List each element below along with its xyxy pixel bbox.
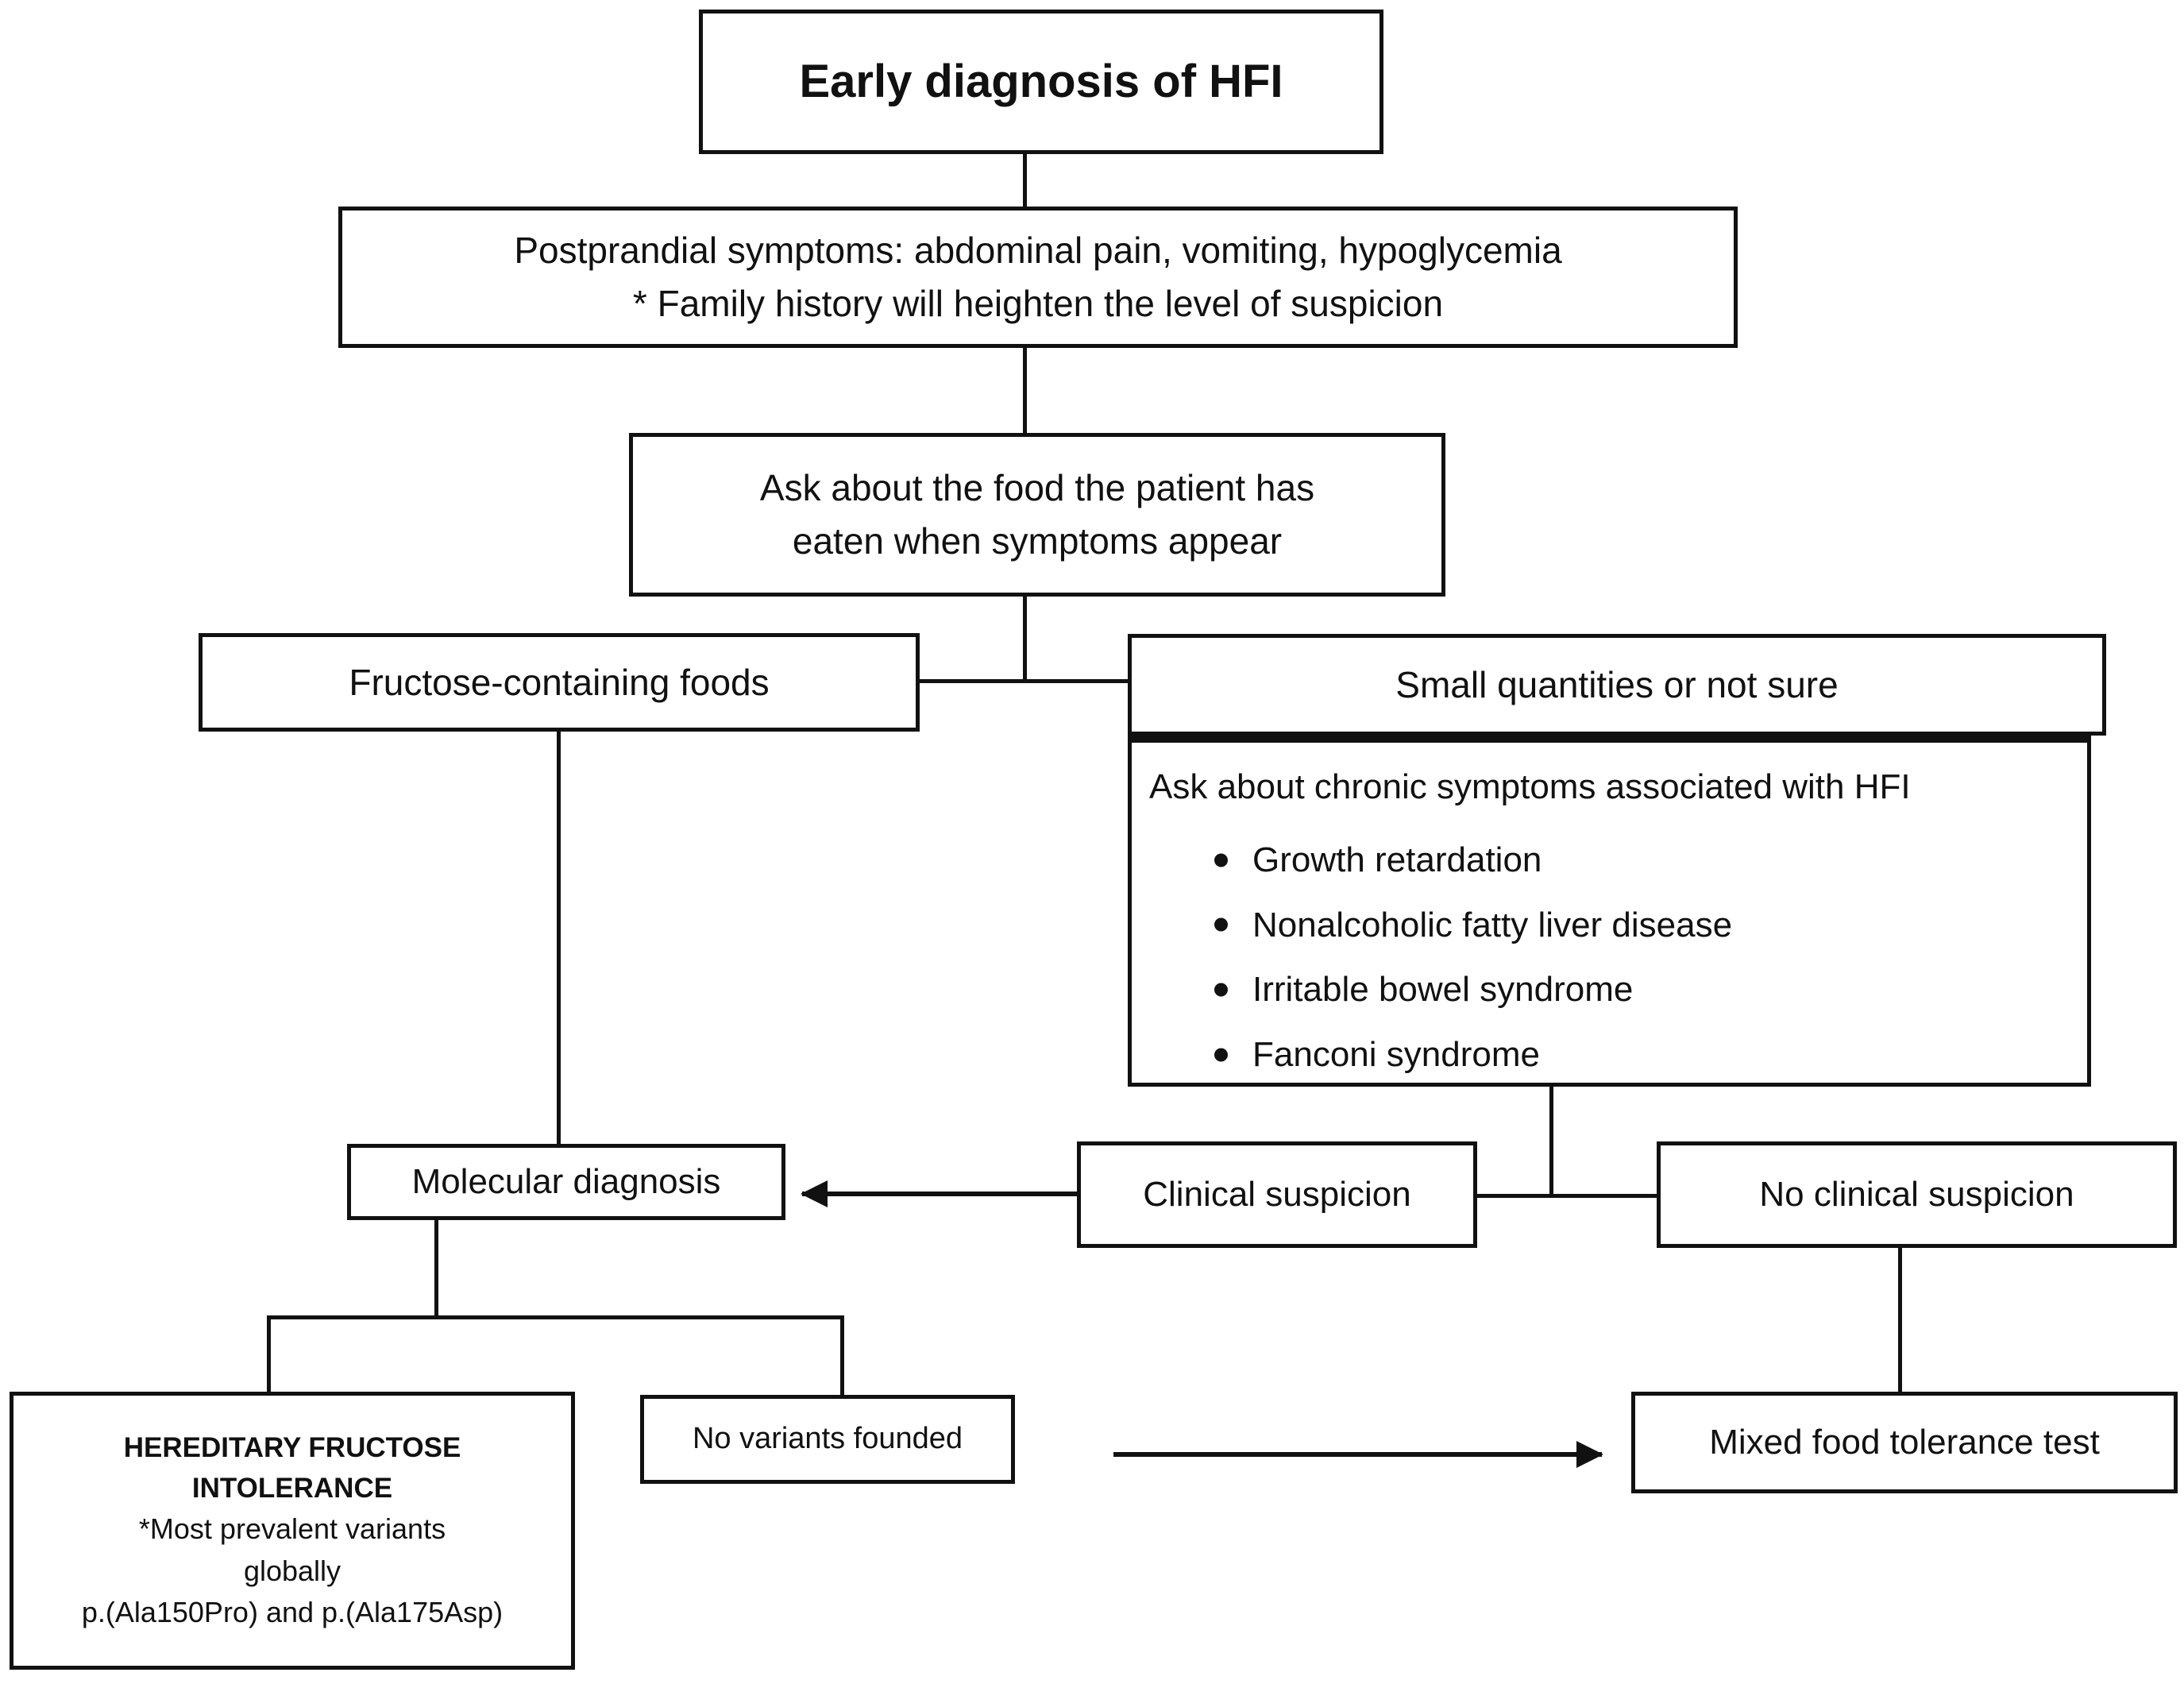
connector-split-horizontal: [917, 679, 1130, 683]
symptoms-line-2: * Family history will heighten the level…: [632, 283, 1444, 324]
connector-ask-food-down: [1023, 597, 1027, 682]
bullet-icon: [1214, 853, 1228, 867]
list-item: Irritable bowel syndrome: [1214, 964, 1732, 1015]
connector-noclinical-to-mixed: [1898, 1247, 1902, 1393]
clinical-suspicion-text: Clinical suspicion: [1143, 1175, 1411, 1215]
connector-molecular-split-horizontal: [267, 1315, 844, 1319]
hfi-line-5: p.(Ala150Pro) and p.(Ala175Asp): [81, 1595, 504, 1628]
hfi-line-3: *Most prevalent variants: [138, 1512, 446, 1546]
node-chronic-symptoms: Ask about chronic symptoms associated wi…: [1128, 736, 2091, 1087]
chronic-symptom-label: Fanconi syndrome: [1252, 1035, 1540, 1075]
list-item: Growth retardation: [1214, 835, 1732, 886]
node-mixed-food-tolerance-test: Mixed food tolerance test: [1631, 1392, 2178, 1493]
hfi-line-1: HEREDITARY FRUCTOSE: [123, 1431, 461, 1463]
bullet-icon: [1214, 917, 1228, 932]
node-hereditary-fructose-intolerance: HEREDITARY FRUCTOSE INTOLERANCE *Most pr…: [10, 1392, 575, 1670]
no-clinical-suspicion-text: No clinical suspicion: [1759, 1175, 2074, 1215]
node-early-diagnosis-title: Early diagnosis of HFI: [699, 10, 1383, 154]
ask-food-line-2: eaten when symptoms appear: [792, 520, 1283, 562]
connector-title-to-symptoms: [1023, 154, 1027, 208]
list-item: Nonalcoholic fatty liver disease: [1214, 900, 1733, 951]
connector-to-hfi: [267, 1315, 271, 1395]
node-molecular-diagnosis: Molecular diagnosis: [347, 1144, 785, 1220]
arrow-no-variants-to-mixed-test: [1113, 1452, 1602, 1457]
connector-suspicion-horizontal: [1476, 1194, 1658, 1198]
node-postprandial-symptoms: Postprandial symptoms: abdominal pain, v…: [338, 207, 1738, 348]
connector-fructose-to-molecular: [557, 730, 561, 1145]
mixed-food-test-text: Mixed food tolerance test: [1709, 1423, 2100, 1462]
node-ask-about-food: Ask about the food the patient has eaten…: [629, 433, 1445, 597]
symptoms-line-1: Postprandial symptoms: abdominal pain, v…: [514, 230, 1562, 272]
node-title-text: Early diagnosis of HFI: [799, 55, 1283, 107]
bullet-icon: [1214, 983, 1228, 997]
chronic-symptom-label: Nonalcoholic fatty liver disease: [1252, 905, 1733, 944]
node-fructose-containing-foods: Fructose-containing foods: [199, 633, 920, 732]
node-clinical-suspicion: Clinical suspicion: [1077, 1141, 1477, 1248]
molecular-diagnosis-text: Molecular diagnosis: [411, 1162, 721, 1202]
arrow-clinical-to-molecular: [802, 1192, 1078, 1196]
connector-molecular-down: [434, 1220, 438, 1319]
connector-to-no-variants: [840, 1315, 844, 1395]
no-variants-text: No variants founded: [692, 1422, 963, 1456]
node-small-quantities-or-not-sure: Small quantities or not sure: [1128, 634, 2106, 736]
chronic-symptom-label: Growth retardation: [1252, 840, 1542, 879]
list-item: Fanconi syndrome: [1214, 1029, 1732, 1080]
small-quantities-text: Small quantities or not sure: [1395, 663, 1839, 705]
node-no-variants-founded: No variants founded: [640, 1395, 1015, 1484]
fructose-foods-text: Fructose-containing foods: [349, 661, 770, 703]
bullet-icon: [1214, 1048, 1228, 1062]
chronic-symptoms-heading: Ask about chronic symptoms associated wi…: [1149, 767, 1911, 806]
ask-food-line-1: Ask about the food the patient has: [759, 467, 1315, 509]
connector-chronic-down: [1549, 1085, 1553, 1196]
chronic-symptoms-list: Growth retardation Nonalcoholic fatty li…: [1149, 821, 1732, 1095]
hfi-line-4: globally: [243, 1554, 341, 1587]
node-no-clinical-suspicion: No clinical suspicion: [1657, 1141, 2177, 1248]
connector-symptoms-to-ask-food: [1023, 348, 1027, 435]
chronic-symptom-label: Irritable bowel syndrome: [1252, 970, 1634, 1010]
hfi-line-2: INTOLERANCE: [191, 1472, 393, 1504]
